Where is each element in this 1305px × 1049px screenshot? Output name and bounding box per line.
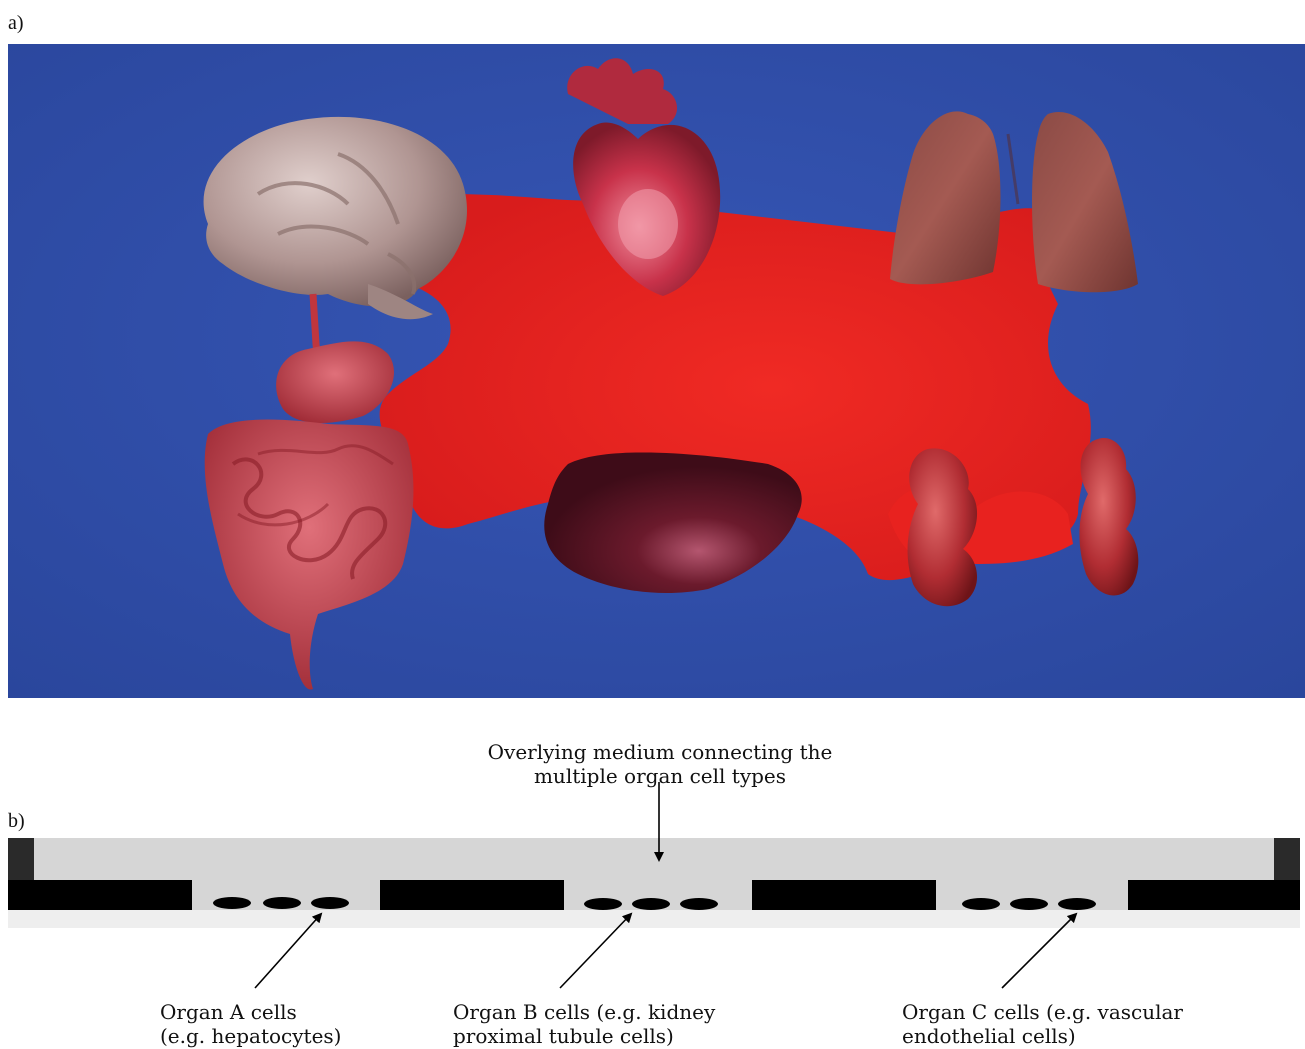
panel-a-label: a) bbox=[8, 12, 24, 35]
organ-a-cell bbox=[311, 897, 349, 909]
organ-b-cell bbox=[584, 898, 622, 910]
bottom-band bbox=[8, 910, 1300, 928]
organ-a-cell bbox=[263, 897, 301, 909]
organ-c-annotation: Organ C cells (e.g. vascular endothelial… bbox=[902, 1000, 1183, 1048]
organ-a-annotation: Organ A cells (e.g. hepatocytes) bbox=[160, 1000, 341, 1048]
organ-a-line-1: Organ A cells bbox=[160, 1000, 341, 1024]
organ-a-cell bbox=[213, 897, 251, 909]
organ-a-line-2: (e.g. hepatocytes) bbox=[160, 1024, 341, 1048]
organ-b-annotation: Organ B cells (e.g. kidney proximal tubu… bbox=[453, 1000, 715, 1048]
organ-b-cell bbox=[680, 898, 718, 910]
organ-c-line-1: Organ C cells (e.g. vascular bbox=[902, 1000, 1183, 1024]
organ-c-cell bbox=[1058, 898, 1096, 910]
wall-4 bbox=[1128, 880, 1300, 910]
organ-c-cell bbox=[1010, 898, 1048, 910]
organ-c-cell bbox=[962, 898, 1000, 910]
organ-illustration bbox=[8, 44, 1305, 698]
wall-2 bbox=[380, 880, 564, 910]
wall-1 bbox=[8, 880, 192, 910]
organ-c-line-2: endothelial cells) bbox=[902, 1024, 1183, 1048]
wall-3 bbox=[752, 880, 936, 910]
organ-b-line-2: proximal tubule cells) bbox=[453, 1024, 715, 1048]
organ-b-line-1: Organ B cells (e.g. kidney bbox=[453, 1000, 715, 1024]
organ-b-cell bbox=[632, 898, 670, 910]
